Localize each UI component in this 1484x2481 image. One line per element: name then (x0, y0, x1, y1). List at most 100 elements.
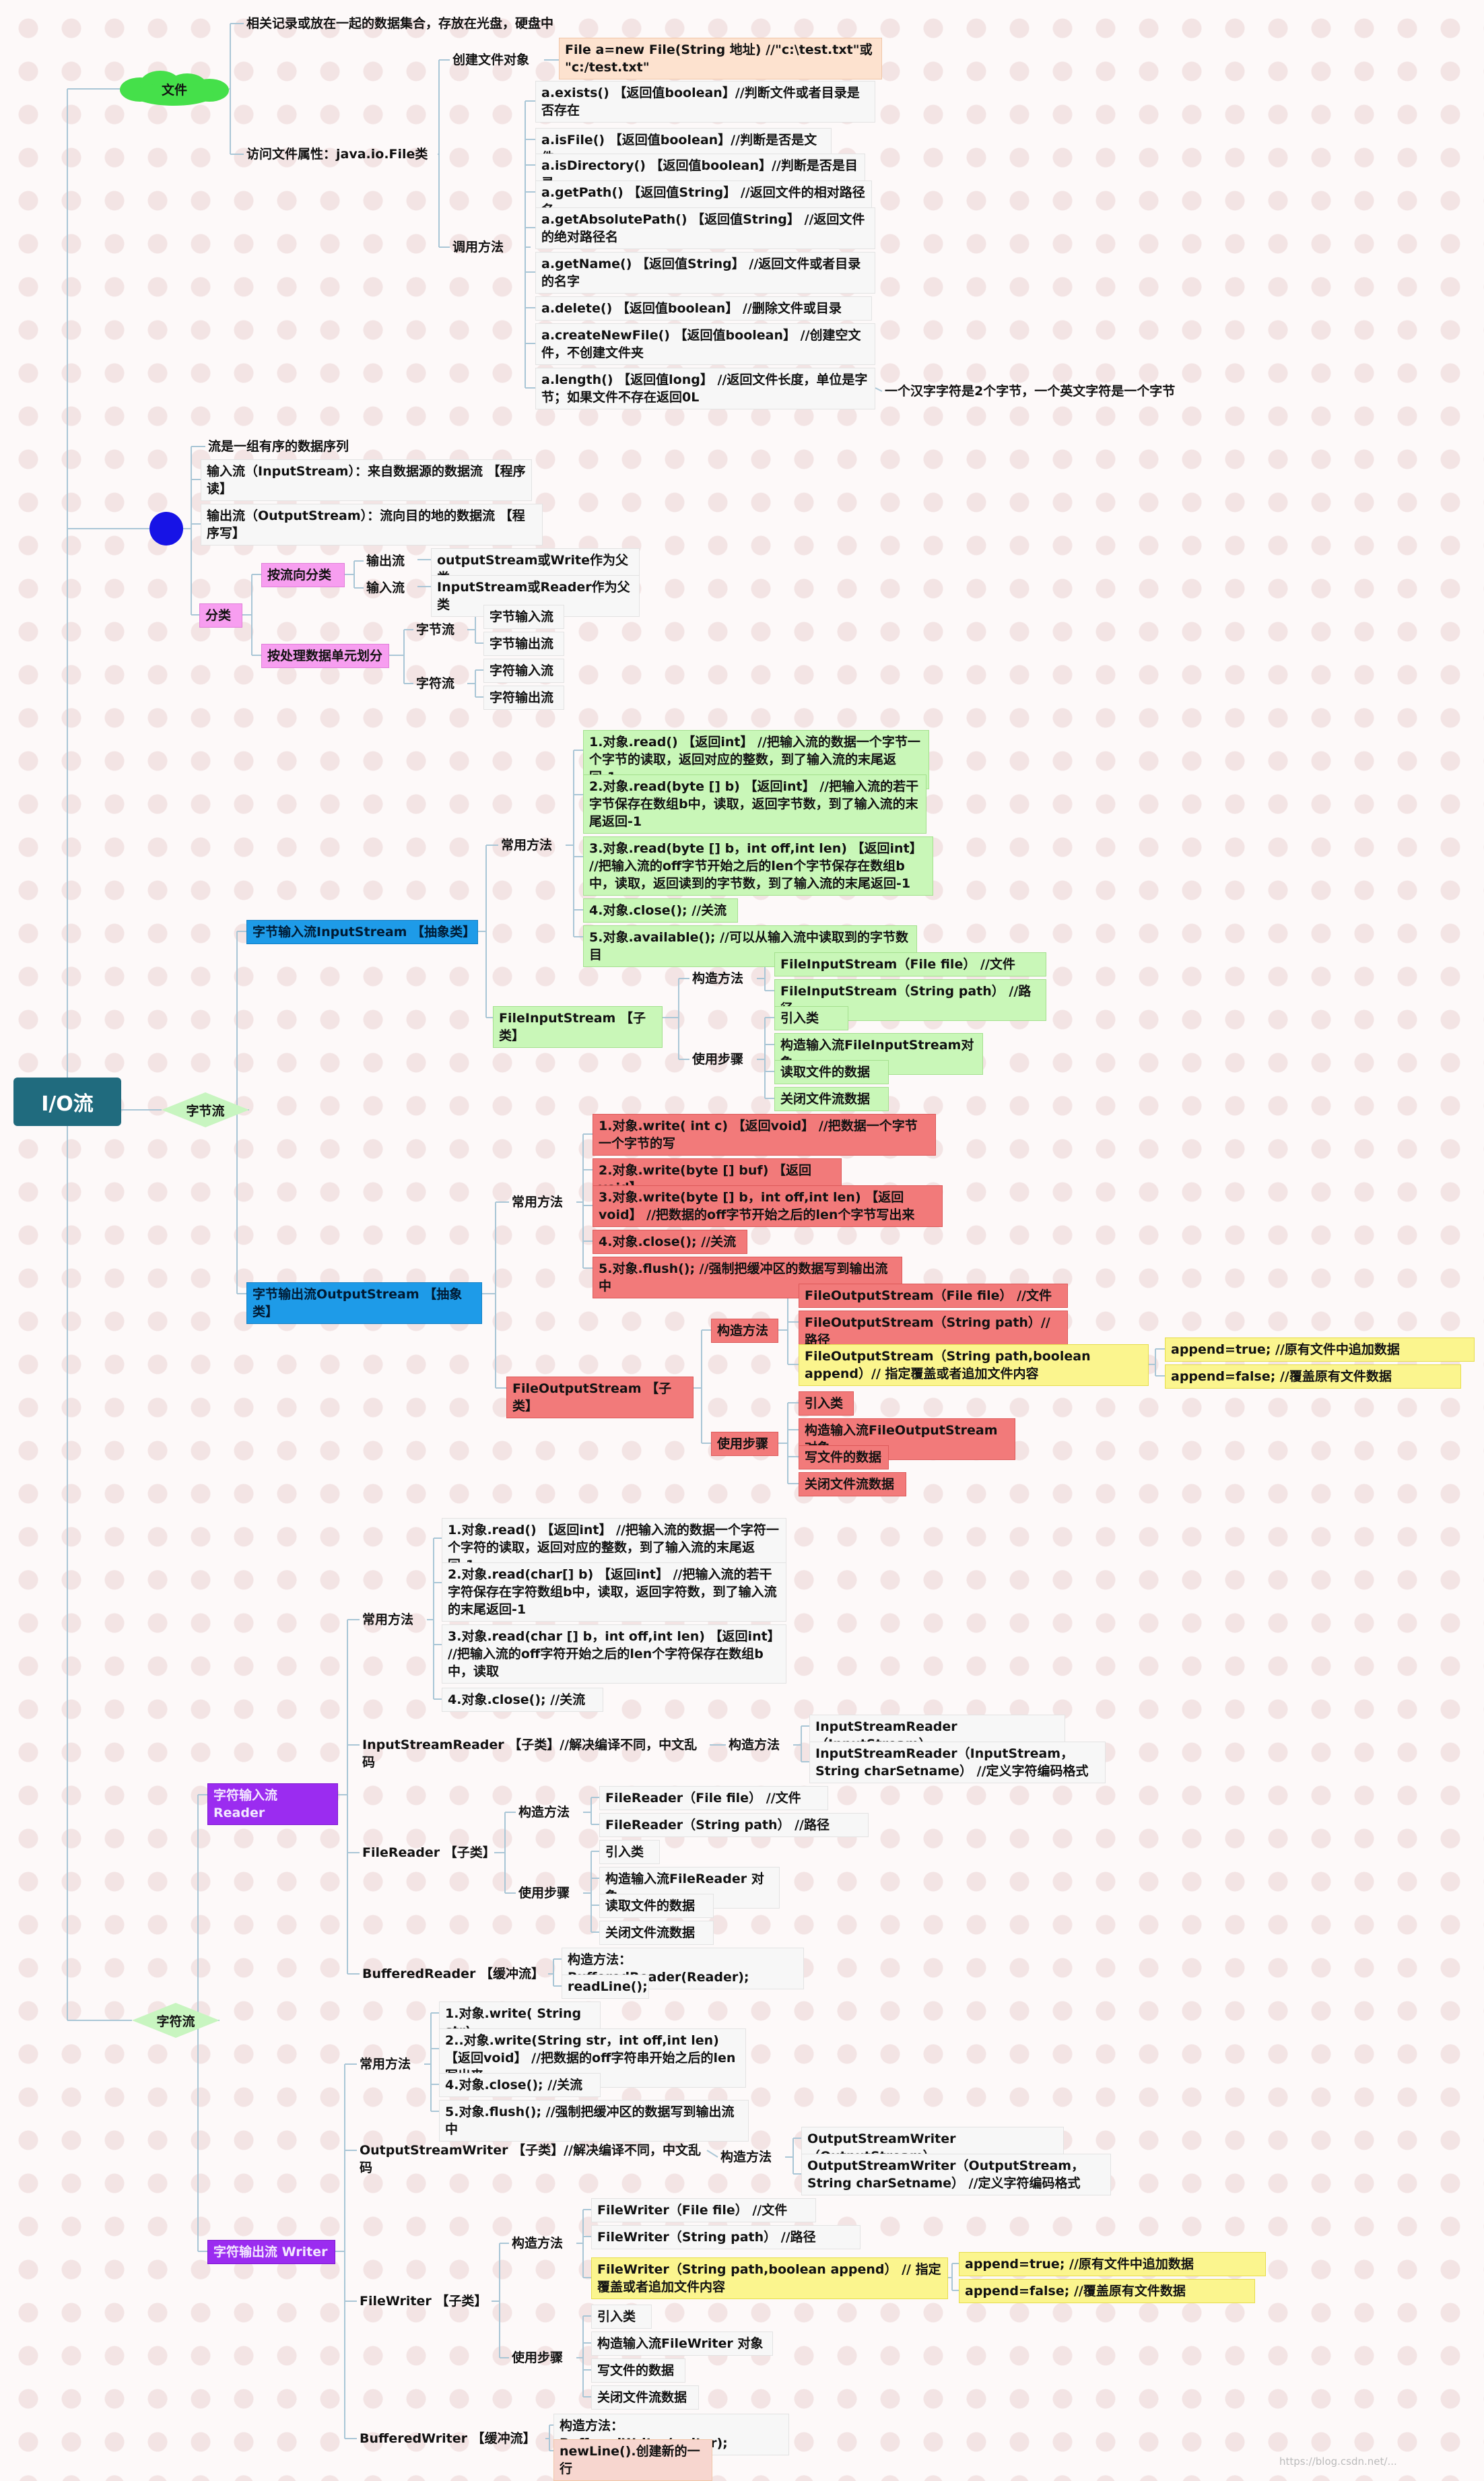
char-bw-item: newLine().创建新的一行 (553, 2439, 712, 2481)
char-fw-append-false: append=false; //覆盖原有文件数据 (959, 2279, 1255, 2303)
file-access: 访问文件属性：java.io.File类 (246, 147, 428, 162)
byte-fis-step: 读取文件的数据 (774, 1060, 889, 1084)
char-fw-step: 构造输入流FileWriter 对象 (591, 2331, 773, 2356)
stream-output-def: 输出流（OutputStream）：流向目的地的数据流 【程序写】 (201, 504, 543, 545)
byte-fos-append-false: append=false; //覆盖原有文件数据 (1165, 1364, 1461, 1389)
char-fw-ctor-item: FileWriter（String path） //路径 (591, 2225, 861, 2249)
char-fw-step: 引入类 (591, 2305, 652, 2329)
byte-fis-ctor-item: FileInputStream（File file） //文件 (774, 952, 1046, 977)
stream-in: 输入流 (366, 581, 405, 595)
byte-out-common: 常用方法 (512, 1195, 564, 1210)
byte-out-method: 3.对象.write(byte [] b，int off,int len) 【返… (593, 1185, 943, 1227)
file-length-note: 一个汉字字符是2个字节，一个英文字符是一个字节 (885, 384, 1176, 399)
char-fw-ctor-append: FileWriter（String path,boolean append） /… (591, 2257, 948, 2299)
byte-input-stream[interactable]: 字节输入流InputStream 【抽象类】 (246, 920, 478, 944)
char-reader[interactable]: 字符输入流 Reader (207, 1783, 338, 1825)
file-call: 调用方法 (452, 240, 504, 255)
char-osw-ctor-item: OutputStreamWriter（OutputStream，String c… (801, 2154, 1111, 2195)
char-fw-step: 关闭文件流数据 (591, 2385, 699, 2410)
byte-out-method: 1.对象.write( int c) 【返回void】 //把数据一个字节一个字… (593, 1114, 936, 1156)
connector-line (706, 2150, 718, 2158)
char-fr-step: 关闭文件流数据 (599, 1921, 714, 1945)
char-writer[interactable]: 字符输出流 Writer (207, 2240, 335, 2264)
stream-category[interactable]: 分类 (199, 603, 242, 628)
stream-char-in: 字符输入流 (483, 659, 564, 683)
file-cloud-node[interactable]: 文件 (120, 71, 229, 107)
byte-fis-steps: 使用步骤 (692, 1052, 744, 1067)
stream-by-unit[interactable]: 按处理数据单元划分 (261, 644, 389, 668)
byte-fos-step: 写文件的数据 (799, 1445, 889, 1469)
char-fr-ctor-item: FileReader（String path） //路径 (599, 1813, 869, 1837)
byte-in-common: 常用方法 (501, 838, 553, 853)
byte-fis-step: 引入类 (774, 1006, 848, 1030)
char-fw: FileWriter 【子类】 (360, 2294, 487, 2309)
stream-out: 输出流 (366, 554, 405, 568)
byte-output-stream[interactable]: 字节输出流OutputStream 【抽象类】 (246, 1282, 482, 1324)
byte-fos[interactable]: FileOutputStream 【子类】 (506, 1377, 694, 1418)
root-node[interactable]: I/O流 (13, 1078, 121, 1126)
byte-fis[interactable]: FileInputStream 【子类】 (493, 1006, 663, 1048)
char-w-method: 2..对象.write(String str，int off,int len) … (439, 2028, 746, 2088)
char-w-method: 4.对象.close(); //关流 (439, 2073, 601, 2097)
stream-char-out: 字符输出流 (483, 686, 564, 710)
char-osw: OutputStreamWriter 【子类】//解决编译不同，中文乱码 (360, 2143, 701, 2175)
connector-line (875, 387, 883, 392)
byte-fos-step: 引入类 (799, 1391, 854, 1416)
stream-byte-in: 字节输入流 (483, 605, 564, 629)
file-method: a.length() 【返回值long】 //返回文件长度，单位是字节；如果文件… (535, 368, 875, 409)
stream-def: 流是一组有序的数据序列 (208, 439, 349, 454)
stream-input-def: 输入流（InputStream）：来自数据源的数据流 【程序读】 (201, 459, 532, 501)
char-fw-step: 写文件的数据 (591, 2358, 685, 2383)
char-osw-ctor: 构造方法 (720, 2150, 772, 2164)
byte-fos-ctor: 构造方法 (711, 1319, 778, 1343)
file-label: 文件 (161, 82, 187, 98)
char-isr-ctor: 构造方法 (729, 1738, 780, 1752)
byte-fos-append-true: append=true; //原有文件中追加数据 (1165, 1337, 1475, 1362)
byte-out-method: 5.对象.flush(); //强制把缓冲区的数据写到输出流中 (593, 1257, 902, 1298)
byte-fos-steps: 使用步骤 (711, 1432, 778, 1456)
file-create-code: File a=new File(String 地址) //"c:\test.tx… (559, 38, 882, 79)
byte-fos-ctor-append: FileOutputStream（String path,boolean app… (799, 1344, 1149, 1386)
char-fr: FileReader 【子类】 (362, 1845, 496, 1860)
stream-byte: 字节流 (416, 622, 455, 637)
byte-fos-step: 关闭文件流数据 (799, 1472, 906, 1496)
byte-in-method: 3.对象.read(byte [] b，int off,int len) 【返回… (583, 836, 933, 896)
char-r-method: 3.对象.read(char [] b，int off,int len) 【返回… (442, 1624, 786, 1684)
char-fr-ctor: 构造方法 (518, 1805, 570, 1820)
char-r-common: 常用方法 (362, 1612, 414, 1627)
file-method: a.exists() 【返回值boolean】//判断文件或者目录是否存在 (535, 81, 875, 123)
file-desc: 相关记录或放在一起的数据集合，存放在光盘，硬盘中 (246, 16, 554, 31)
char-w-common: 常用方法 (360, 2057, 411, 2072)
file-create: 创建文件对象 (452, 53, 530, 67)
file-method: a.createNewFile() 【返回值boolean】 //创建空文件，不… (535, 323, 875, 365)
file-method: a.getName() 【返回值String】 //返回文件或者目录的名字 (535, 252, 875, 294)
char-br-item: 构造方法：BufferedReader(Reader); (562, 1948, 804, 1989)
char-br: BufferedReader 【缓冲流】 (362, 1966, 544, 1981)
byte-fos-ctor-item: FileOutputStream（File file） //文件 (799, 1284, 1068, 1308)
stream-by-direction[interactable]: 按流向分类 (261, 563, 345, 587)
char-fr-step: 引入类 (599, 1840, 660, 1864)
byte-stream-node[interactable]: 字节流 (162, 1092, 249, 1127)
file-method: a.delete() 【返回值boolean】 //删除文件或目录 (535, 296, 872, 321)
stream-char: 字符流 (416, 676, 455, 691)
byte-fis-step: 关闭文件流数据 (774, 1087, 889, 1111)
byte-fis-ctor: 构造方法 (692, 971, 744, 986)
char-isr: InputStreamReader 【子类】//解决编译不同，中文乱码 (362, 1738, 698, 1770)
char-isr-ctor-item: InputStreamReader（InputStream，String cha… (809, 1742, 1106, 1783)
char-fr-steps: 使用步骤 (518, 1886, 570, 1900)
byte-out-method: 4.对象.close(); //关流 (593, 1230, 747, 1254)
char-fr-step: 读取文件的数据 (599, 1894, 714, 1918)
stream-circle-node[interactable] (149, 512, 183, 545)
byte-in-method: 2.对象.read(byte [] b) 【返回int】 //把输入流的若干字节… (583, 774, 926, 834)
char-fr-ctor-item: FileReader（File file） //文件 (599, 1786, 828, 1810)
char-fw-steps: 使用步骤 (512, 2350, 564, 2365)
stream-byte-out: 字节输出流 (483, 632, 564, 656)
char-r-method: 2.对象.read(char[] b) 【返回int】 //把输入流的若干字符保… (442, 1562, 786, 1622)
char-fw-append-true: append=true; //原有文件中追加数据 (959, 2252, 1266, 2276)
file-method: a.getAbsolutePath() 【返回值String】 //返回文件的绝… (535, 207, 875, 249)
char-r-method: 4.对象.close(); //关流 (442, 1688, 603, 1712)
char-w-method: 5.对象.flush(); //强制把缓冲区的数据写到输出流中 (439, 2100, 749, 2142)
byte-in-method: 4.对象.close(); //关流 (583, 898, 738, 923)
char-stream-node[interactable]: 字符流 (132, 2003, 220, 2038)
char-fw-ctor: 构造方法 (512, 2236, 564, 2251)
